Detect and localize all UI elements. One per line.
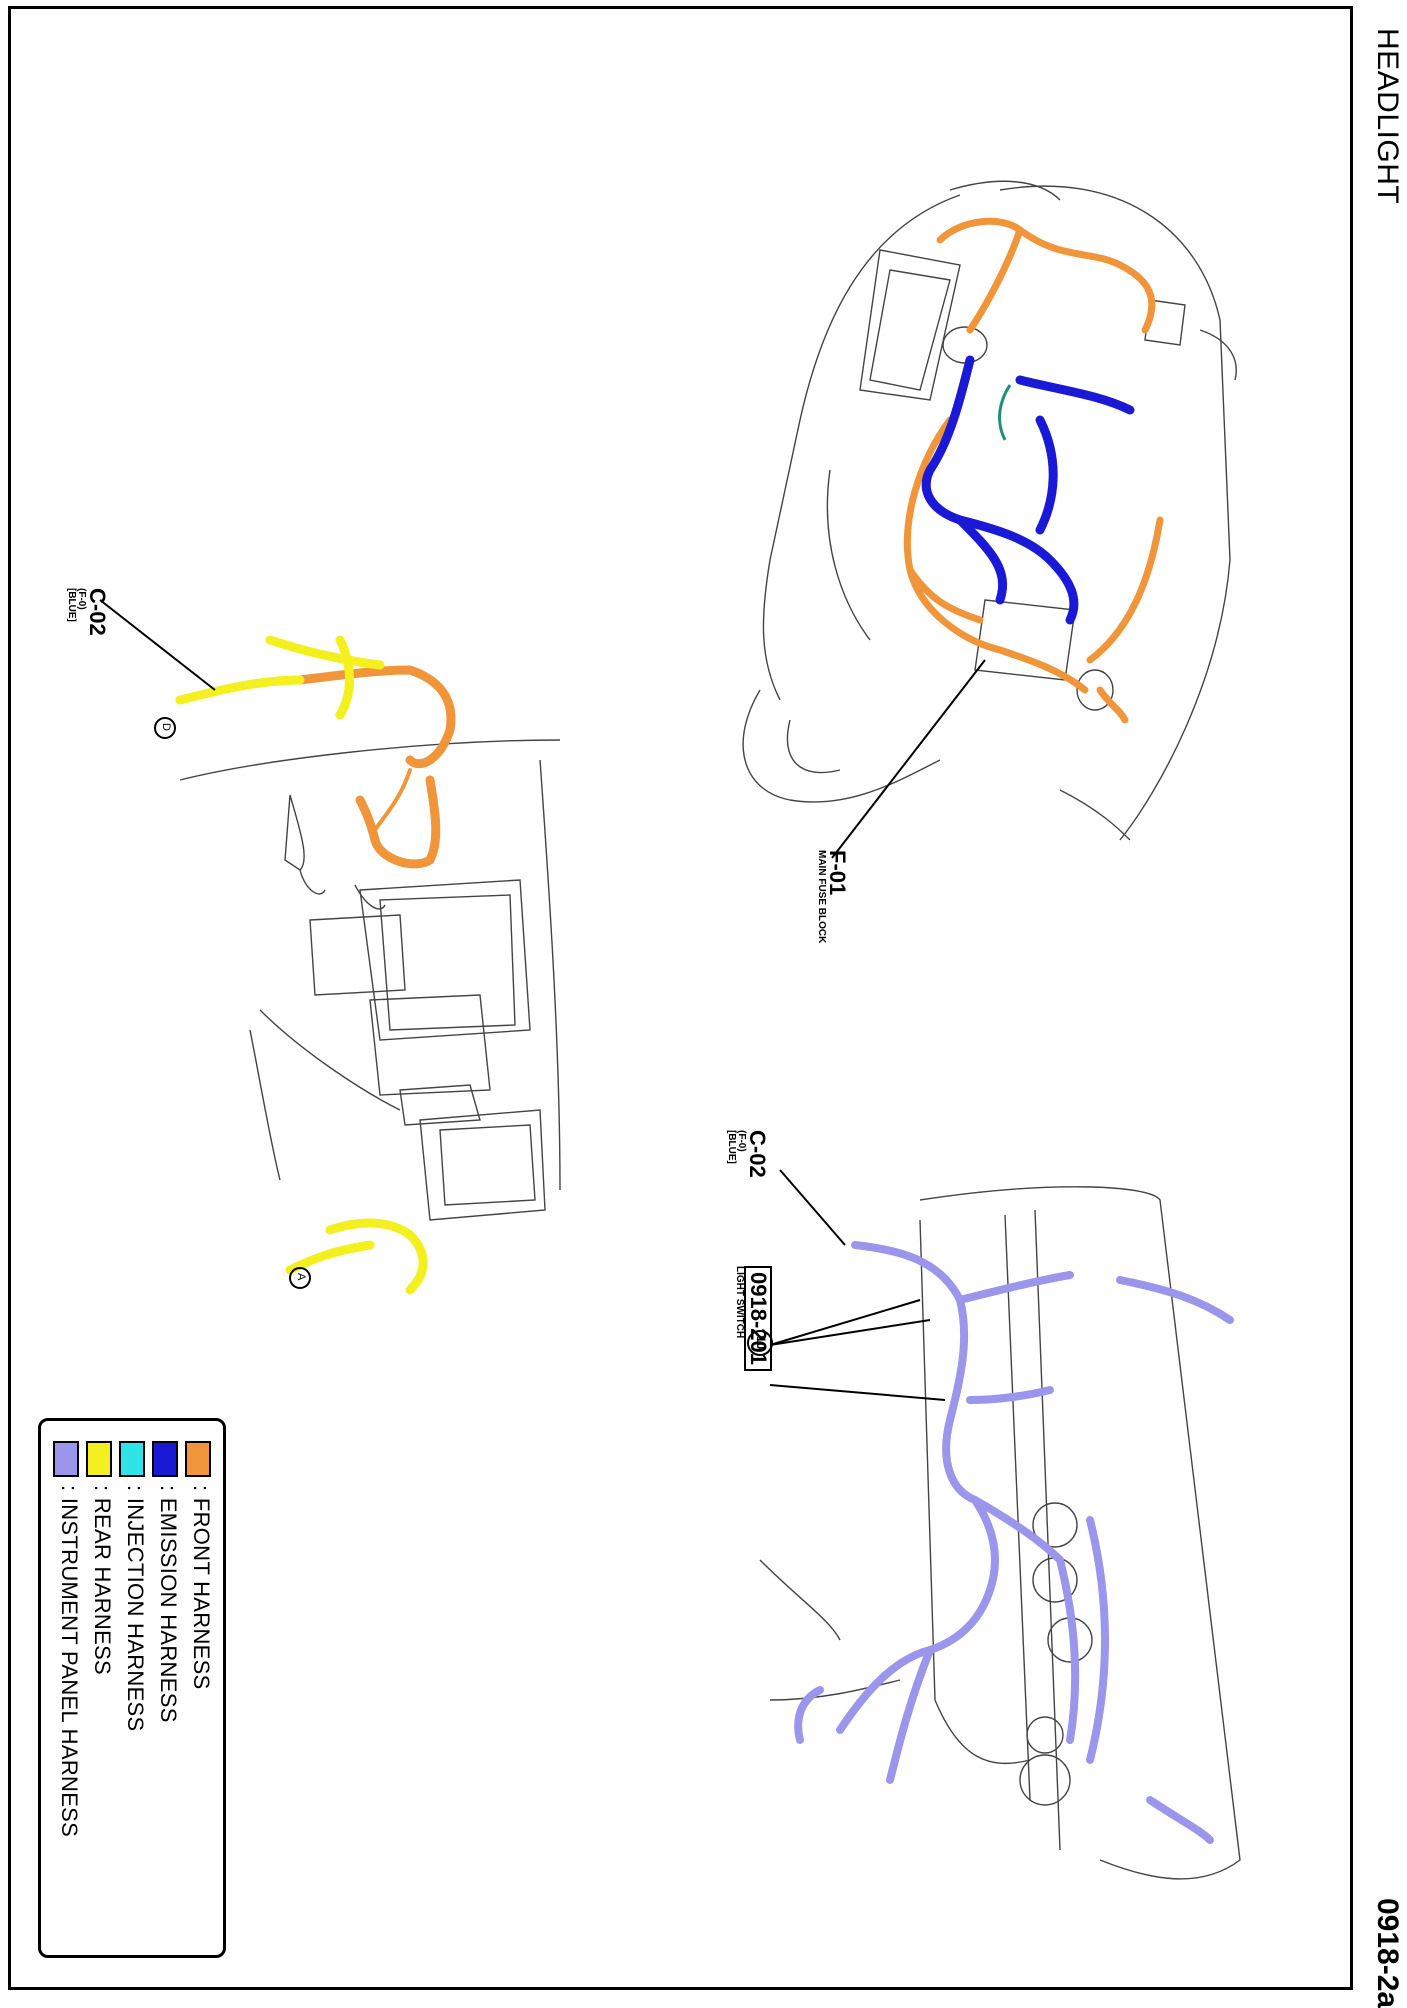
legend-label-emission: : EMISSION HARNESS (156, 1485, 181, 1723)
emission-harness-lines (921, 355, 1135, 625)
rear-harness-lines (175, 635, 428, 1295)
ref-d-label: D (160, 723, 172, 731)
legend-label-instrument-panel: : INSTRUMENT PANEL HARNESS (57, 1485, 82, 1838)
front-harness-lines (903, 217, 1164, 724)
legend-label-injection: : INJECTION HARNESS (123, 1485, 148, 1732)
left-front-harness-thin (373, 768, 412, 832)
ref-a-label: A (295, 1273, 307, 1281)
c02-right-sub2: [BLUE] (726, 1130, 737, 1164)
light-switch-id: 0918-201 (744, 1266, 772, 1371)
circle10-leader-a (769, 1319, 931, 1346)
circle-10 (747, 1330, 773, 1356)
c02-right-leader-line (779, 1169, 846, 1246)
instrument-panel-harness-lines (794, 1241, 1234, 1844)
f01-callout: F-01 MAIN FUSE BLOCK (816, 850, 850, 944)
c02-right-id: C-02 (745, 1130, 770, 1178)
swatch-front (185, 1441, 211, 1477)
circle10-leader-b (769, 1299, 921, 1346)
c02-left-sub2: [BLUE] (66, 588, 77, 622)
ref-d-circle (154, 717, 176, 739)
legend-label-rear: : REAR HARNESS (90, 1485, 115, 1676)
c02-right-callout: C-02 (F-0) [BLUE] (726, 1130, 770, 1178)
light-switch-callout: 0918-201 LIGHT SWITCH (734, 1266, 772, 1371)
c02-left-id: C-02 (85, 588, 110, 636)
engine-compartment-drawing (742, 180, 1237, 841)
f01-leader-line (831, 659, 986, 859)
c02-left-leader-line (99, 599, 216, 691)
left-assembly-drawing (179, 739, 561, 1221)
swatch-emission (152, 1441, 178, 1477)
circle-10-label: 10 (754, 1336, 768, 1350)
light-switch-leader-line (769, 1384, 946, 1401)
f01-id: F-01 (825, 850, 850, 896)
left-front-harness-lines (295, 665, 456, 869)
instrument-panel-drawing (759, 1186, 1241, 1880)
swatch-injection (119, 1441, 145, 1477)
ref-a-circle (289, 1267, 311, 1289)
page-frame (8, 6, 1353, 1990)
c02-left-callout: C-02 (F-0) [BLUE] (66, 588, 110, 636)
swatch-rear (86, 1441, 112, 1477)
f01-name: MAIN FUSE BLOCK (816, 850, 827, 944)
injection-harness-lines (998, 384, 1012, 441)
legend-label-front: : FRONT HARNESS (189, 1485, 214, 1690)
swatch-instrument-panel (53, 1441, 79, 1477)
light-switch-name: LIGHT SWITCH (734, 1266, 745, 1339)
harness-legend: : FRONT HARNESS : EMISSION HARNESS : INJ… (38, 1418, 226, 1958)
